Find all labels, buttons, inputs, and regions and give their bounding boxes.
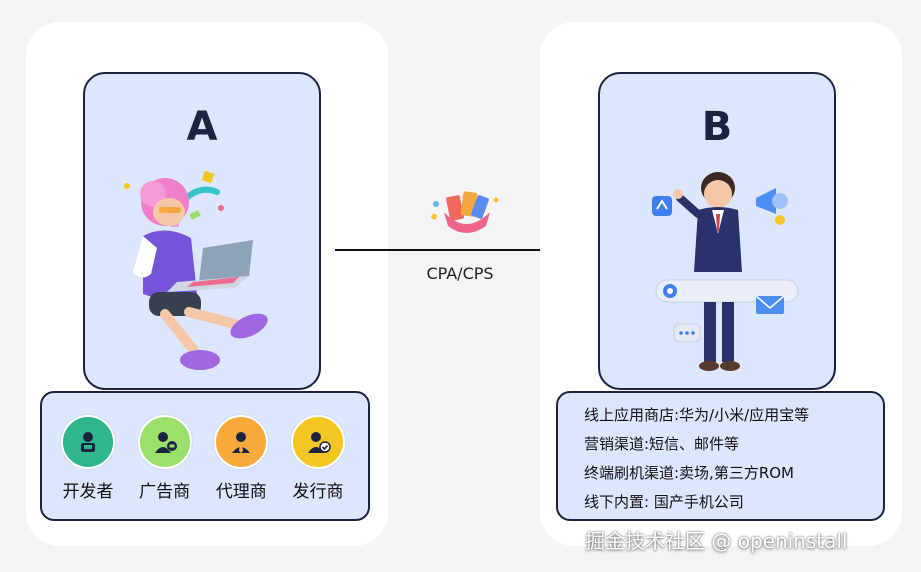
businessman-illustration	[652, 172, 799, 371]
party-a-panel: A	[26, 22, 388, 546]
party-a-card: A	[83, 72, 321, 390]
role-publisher: 发行商	[286, 415, 350, 502]
role-advertiser: 广告商	[133, 415, 197, 502]
role-label: 广告商	[139, 482, 191, 502]
role-developer: 开发者	[56, 415, 120, 502]
party-b-letter: B	[701, 104, 733, 150]
developer-laptop-illustration	[124, 170, 268, 370]
watermark: 掘金技术社区 @ openinstall	[585, 529, 848, 553]
role-agent: 代理商	[209, 415, 273, 502]
channels-box: 线上应用商店:华为/小米/应用宝等 营销渠道:短信、邮件等 终端刷机渠道:卖场,…	[556, 391, 885, 521]
role-label: 代理商	[215, 482, 267, 502]
channel-line: 线上应用商店:华为/小米/应用宝等	[584, 406, 810, 424]
channel-line: 终端刷机渠道:卖场,第三方ROM	[584, 464, 794, 482]
advertiser-icon	[137, 415, 192, 469]
channel-line: 线下内置: 国产手机公司	[584, 493, 744, 511]
roles-box: 开发者 广告商 代理商 发行商	[40, 391, 370, 521]
publisher-icon	[290, 415, 345, 469]
role-label: 发行商	[292, 482, 344, 502]
developer-icon	[61, 415, 115, 469]
agent-icon	[214, 415, 269, 469]
channel-line: 营销渠道:短信、邮件等	[584, 435, 740, 453]
role-label: 开发者	[62, 482, 114, 502]
connector-label: CPA/CPS	[426, 264, 494, 283]
party-b-panel: B	[540, 22, 902, 546]
coupon-icon	[430, 191, 499, 233]
party-b-card: B	[598, 72, 836, 390]
party-a-letter: A	[186, 104, 218, 150]
